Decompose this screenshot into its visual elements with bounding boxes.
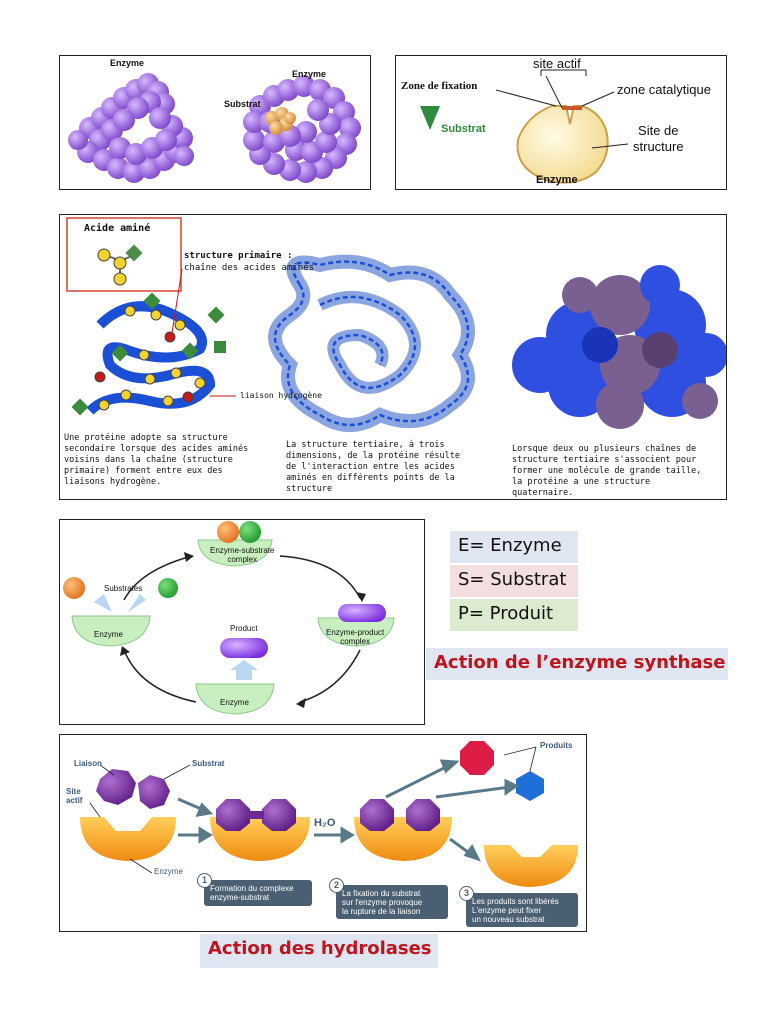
acide-amine-label: Acide aminé: [84, 223, 151, 234]
site-actif-label: site actif: [533, 56, 581, 71]
enzyme-left-label: Enzyme: [94, 630, 123, 639]
text-structure-secondaire: Une protéine adopte sa structure seconda…: [64, 433, 249, 487]
synthase-cycle-panel: Enzyme-substrate complex Substrates Enzy…: [59, 519, 425, 725]
caption-hydrolases: Action des hydrolases: [200, 934, 438, 968]
ep-complex-label: Enzyme-product complex: [326, 628, 385, 646]
active-site-panel: site actif Zone de fixation zone catalyt…: [395, 55, 727, 190]
substrates-label: Substrates: [104, 584, 143, 593]
es-complex-label: Enzyme-substrate complex: [210, 546, 275, 564]
enzyme-3d-panel: Enzyme Enzyme Substrat: [59, 55, 371, 190]
hydrolase-panel: Liaison Substrat Site actif Enzyme H₂O P…: [59, 734, 587, 932]
step-3-box: 3 Les produits sont libérés L'enzyme peu…: [459, 886, 578, 927]
caption-synthase: Action de l’enzyme synthase: [426, 648, 728, 680]
h2o-label: H₂O: [314, 817, 336, 829]
step-1-text: Formation du complexe enzyme-substrat: [210, 884, 294, 902]
zone-catalytique-label: zone catalytique: [617, 82, 711, 97]
step-3-text: Les produits sont libérés L'enzyme peut …: [472, 897, 559, 924]
substrat-label: Substrat: [224, 99, 261, 109]
legend-enzyme: E= Enzyme: [450, 531, 578, 563]
step-1-box: 1 Formation du complexe enzyme-substrat: [197, 873, 312, 906]
substrat-label: Substrat: [192, 759, 225, 768]
site-structure-label: Site de structure: [633, 123, 684, 154]
hydrolase-illustration: [80, 741, 578, 887]
enzyme-label: Enzyme: [154, 867, 183, 876]
liaison-label: Liaison: [74, 759, 103, 768]
text-structure-tertiaire: La structure tertiaire, à trois dimensio…: [286, 440, 460, 494]
step-1-number: 1: [197, 873, 212, 888]
enzyme-label-right: Enzyme: [292, 69, 327, 79]
zone-fixation-label: Zone de fixation: [401, 80, 478, 92]
protein-structure-panel: Acide aminé structure primaire : chaîne …: [59, 214, 727, 500]
step-2-box: 2 La fixation du substrat sur l'enzyme p…: [329, 878, 448, 919]
step-2-text: La fixation du substrat sur l'enzyme pro…: [342, 889, 423, 916]
text-structure-quaternaire: Lorsque deux ou plusieurs chaînes de str…: [512, 444, 702, 498]
structure-primaire-text: chaîne des acides aminés: [184, 263, 315, 273]
step-3-number: 3: [459, 886, 474, 901]
enzyme-label-left: Enzyme: [110, 58, 145, 68]
legend-produit: P= Produit: [450, 599, 578, 631]
substrat-label: Substrat: [441, 123, 486, 135]
active-site-illustration: [420, 69, 629, 184]
enzyme-3d-illustration: [68, 73, 361, 183]
enzyme-label: Enzyme: [536, 174, 578, 186]
enzyme-bottom-label: Enzyme: [220, 698, 249, 707]
synthase-cycle-illustration: [63, 521, 395, 715]
structure-primaire-title: structure primaire :: [184, 251, 293, 261]
step-2-number: 2: [329, 878, 344, 893]
site-actif-label: Site actif: [66, 787, 83, 805]
produits-label: Produits: [540, 741, 573, 750]
legend-substrat: S= Substrat: [450, 565, 578, 597]
liaison-hydrogene-label: liaison hydrogène: [240, 391, 322, 400]
product-label: Product: [230, 624, 258, 633]
protein-structure-illustration: [66, 217, 726, 432]
